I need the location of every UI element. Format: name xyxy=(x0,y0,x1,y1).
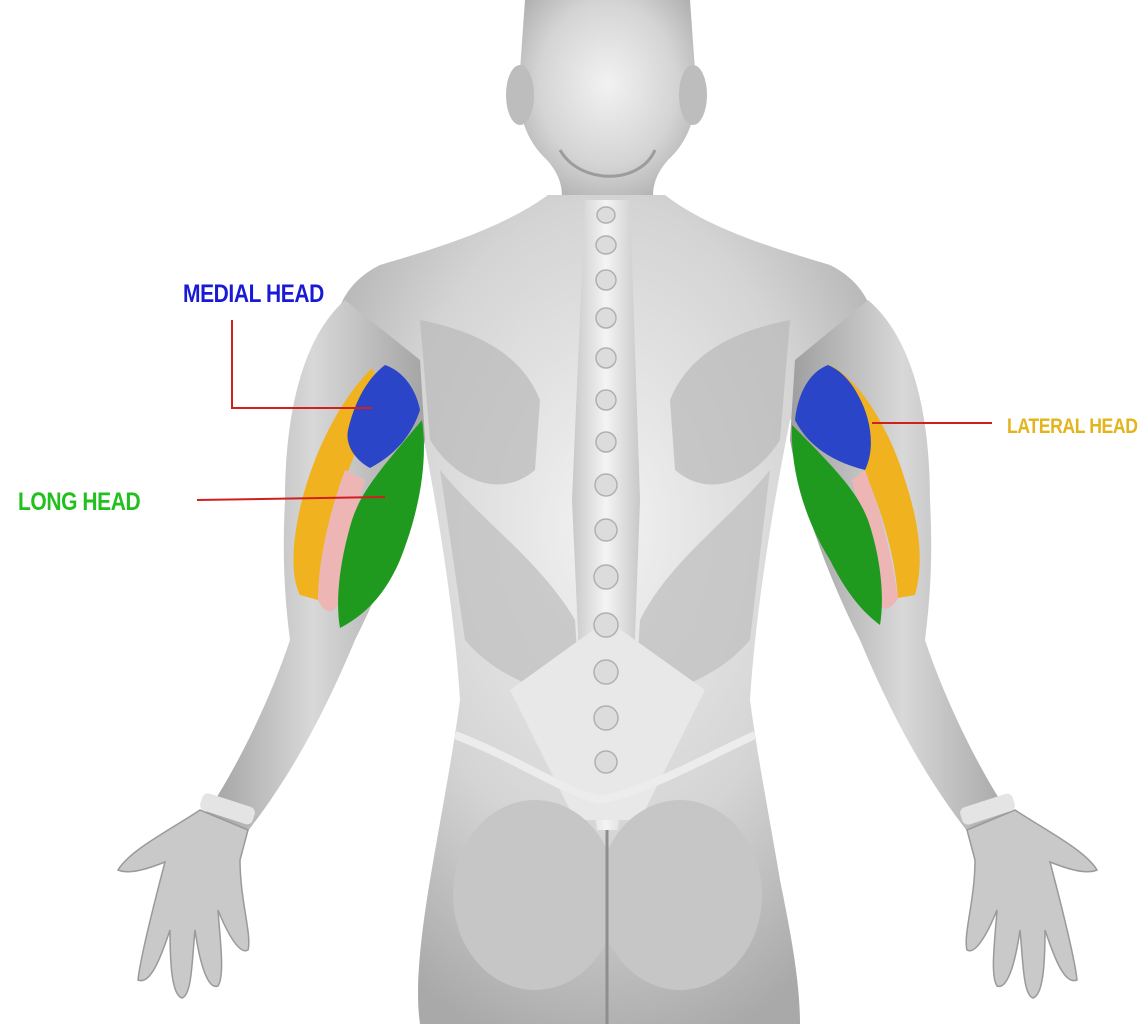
long-head-label: LONG HEAD xyxy=(18,488,140,517)
head xyxy=(506,0,707,210)
medial-head-label: MEDIAL HEAD xyxy=(183,280,324,309)
lateral-head-label: LATERAL HEAD xyxy=(1007,415,1138,439)
